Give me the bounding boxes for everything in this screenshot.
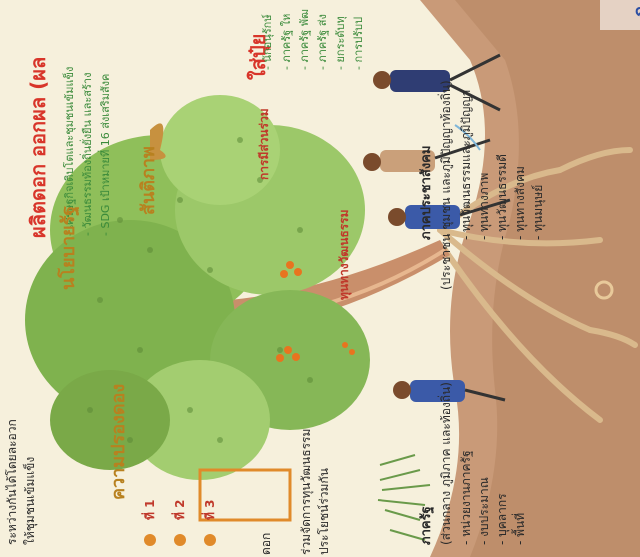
bullet-2: ที่ 2 [174, 500, 186, 520]
left-note-1: ระหว่างกันได้โดยละอวก [6, 419, 18, 545]
fertilize-item-6: - การปรับป [353, 17, 364, 70]
trunk-item-1: - ทุนวัฒนธรรมและภูมิปัญญา [460, 90, 472, 240]
trunk-item-4: - ทุนทางสังคม [514, 166, 526, 240]
fertilize-item-2: - ภาครัฐ ให [281, 14, 292, 70]
trunk-subtitle: (ประชาชน ชุมชน และภูมิปัญญาท้องถิ่น) [440, 80, 452, 290]
fertilize-item-5: - ยกระดับทุ [335, 16, 346, 70]
branch-label: ทุนทางวัฒนธรรม [338, 209, 350, 300]
root-item-1: - หน่วยงานภาครัฐ [460, 450, 472, 545]
produce-item-2: - วัฒนธรรมท้องถิ่นยั่งยืน และสร้าง [82, 73, 93, 236]
fertilize-item-1: - นักอนุรักษ์ [262, 14, 273, 70]
root-item-3: - บุคลากร [496, 493, 508, 545]
leaf-label-policy: นโยบายรัฐ [60, 206, 78, 290]
trunk-item-2: - ทุนทางภาพ [478, 173, 490, 240]
trunk-label: ภาคประชาสังคม [420, 146, 433, 240]
canopy-label: การมีส่วนร่วม [258, 108, 270, 180]
bullet-1: ที่ 1 [144, 500, 156, 520]
trunk-item-5: - ทุนมนุษย์ [532, 185, 544, 240]
produce-item-3: - SDG เป้าหมายที่ 16 ส่งเสริมสังค [100, 74, 111, 236]
bottom-text-1: ร่วมจัดการทุนวัฒนธรรม [300, 429, 312, 555]
root-label: ภาครัฐ [420, 506, 433, 545]
root-item-4: - พื้นที่ [514, 513, 526, 545]
fertilize-item-4: - ภาครัฐ ส่ง [317, 14, 328, 70]
fertilize-item-3: - ภาครัฐ พัฒ [299, 9, 310, 70]
corner-letter: ภ [632, 6, 640, 18]
leaf-label-peace: สันติภาพ [140, 146, 158, 215]
leaf-label-harmony: ความปรองดอง [110, 384, 128, 500]
bullet-3: ที่ 3 [204, 500, 216, 520]
root-subtitle: (ส่วนกลาง ภูมิภาค และท้องถิ่น) [440, 382, 452, 545]
produce-title: ผลิตดอก ออกผล (ผล [28, 57, 48, 238]
bottom-text-2: ประโยชน์ร่วมกัน [318, 468, 330, 555]
left-note-3: ดอก [260, 533, 272, 555]
root-item-2: - งบประมาณ [478, 477, 490, 545]
trunk-item-3: - ทุนวัฒนธรรมดี [496, 154, 508, 240]
left-note-2: ให้ชุมชนเข้มแข็ง [24, 457, 36, 545]
